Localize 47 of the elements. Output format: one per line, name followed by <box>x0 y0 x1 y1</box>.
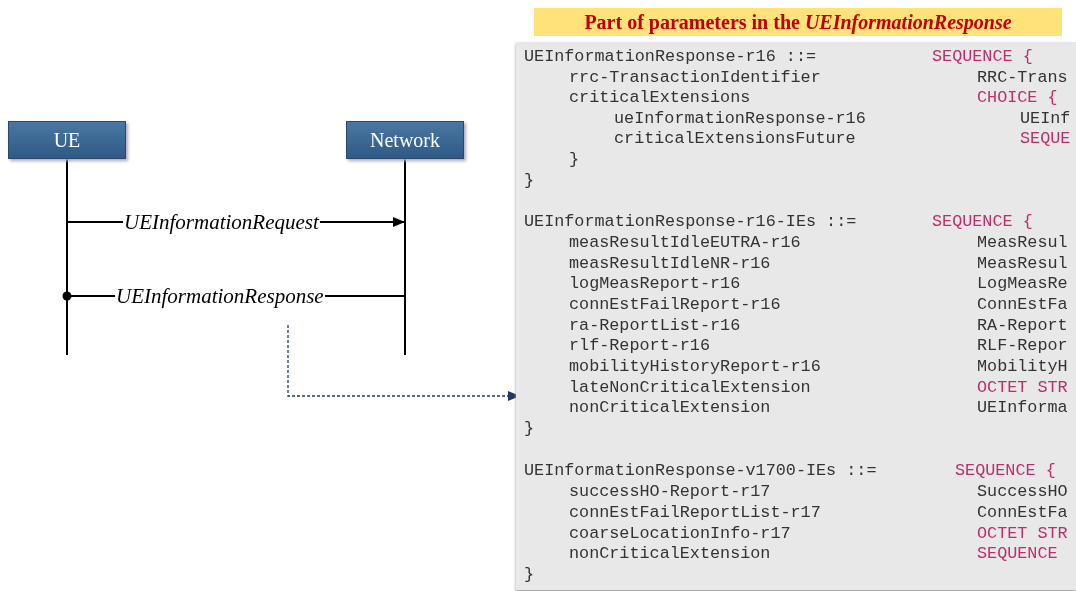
type-text: MeasResul <box>977 233 1068 253</box>
type-text: SEQUENCE { <box>932 212 1033 232</box>
type-text: RA-Report <box>977 316 1068 336</box>
code-text: connEstFailReportList-r17 <box>569 503 821 523</box>
code-text: criticalExtensions <box>569 88 751 108</box>
type-text: SEQUENCE { <box>932 47 1033 67</box>
code-text: UEInformationResponse-r16 ::= <box>524 47 817 67</box>
type-text: RLF-Repor <box>977 336 1068 356</box>
code-text: logMeasReport-r16 <box>569 274 741 294</box>
code-text: criticalExtensionsFuture <box>614 129 856 149</box>
participant-box: Network <box>346 121 464 159</box>
type-text: OCTET STR <box>977 524 1068 544</box>
code-text: ueInformationResponse-r16 <box>614 109 866 129</box>
code-text: UEInformationResponse-r16-IEs ::= <box>524 212 857 232</box>
type-text: SuccessHO <box>977 482 1068 502</box>
code-text: successHO-Report-r17 <box>569 482 771 502</box>
type-text: SEQUE <box>1020 129 1071 149</box>
code-text: } <box>524 565 535 585</box>
code-text: } <box>569 150 580 170</box>
participant-box: UE <box>8 121 126 159</box>
code-text: coarseLocationInfo-r17 <box>569 524 791 544</box>
code-text: measResultIdleNR-r16 <box>569 254 771 274</box>
type-text: CHOICE { <box>977 88 1058 108</box>
code-text: rrc-TransactionIdentifier <box>569 68 821 88</box>
code-text: ra-ReportList-r16 <box>569 316 741 336</box>
panel-title: Part of parameters in the UEInformationResponse <box>534 8 1062 36</box>
type-text: ConnEstFa <box>977 503 1068 523</box>
type-text: UEInforma <box>977 398 1068 418</box>
code-text: rlf-Report-r16 <box>569 336 710 356</box>
type-text: LogMeasRe <box>977 274 1068 294</box>
type-text: SEQUENCE { <box>955 461 1056 481</box>
type-text: OCTET STR <box>977 378 1068 398</box>
type-text: SEQUENCE <box>977 544 1058 564</box>
code-text: } <box>524 171 535 191</box>
code-text: nonCriticalExtension <box>569 544 771 564</box>
code-text: } <box>524 419 535 439</box>
type-text: UEInf <box>1020 109 1071 129</box>
type-text: ConnEstFa <box>977 295 1068 315</box>
type-text: MeasResul <box>977 254 1068 274</box>
code-text: lateNonCriticalExtension <box>569 378 811 398</box>
code-text: connEstFailReport-r16 <box>569 295 781 315</box>
type-text: MobilityH <box>977 357 1068 377</box>
code-text: measResultIdleEUTRA-r16 <box>569 233 801 253</box>
code-text: nonCriticalExtension <box>569 398 771 418</box>
code-text: mobilityHistoryReport-r16 <box>569 357 821 377</box>
code-text: UEInformationResponse-v1700-IEs ::= <box>524 461 877 481</box>
type-text: RRC-Trans <box>977 68 1068 88</box>
